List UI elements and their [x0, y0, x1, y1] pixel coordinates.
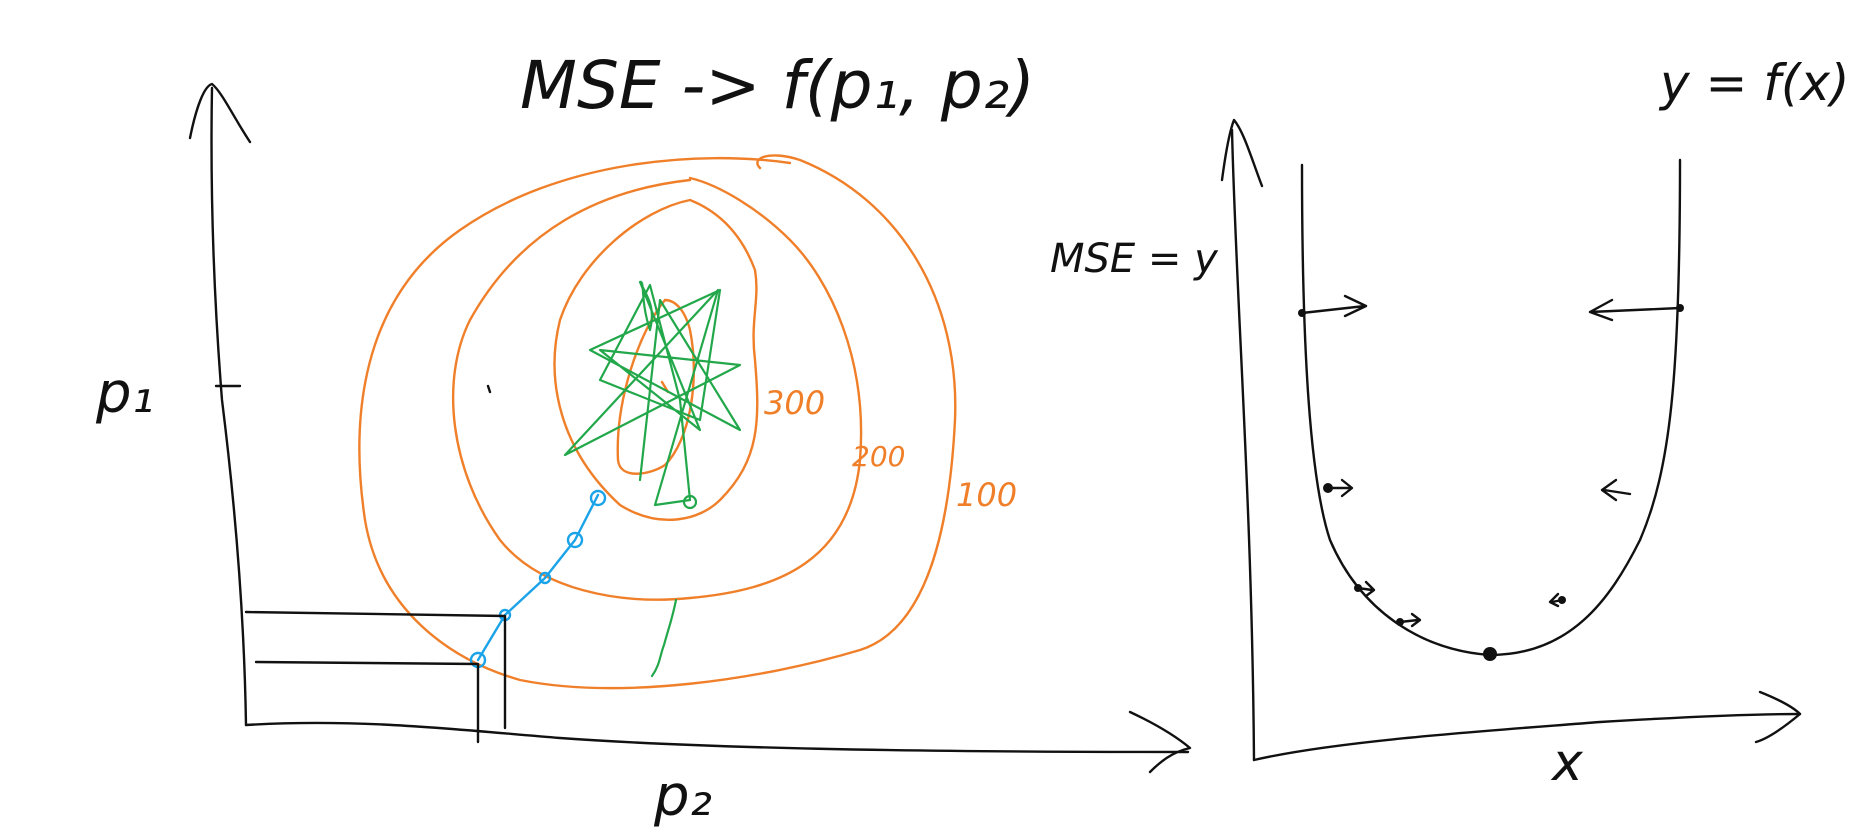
- random-search-end-point: [682, 494, 698, 510]
- p2-axis: [244, 721, 1190, 754]
- projection-line-upper: [244, 610, 507, 730]
- mse-axis-arrowhead: [1220, 118, 1264, 188]
- gradient-arrow-right-mid: [1600, 478, 1632, 502]
- gradient-arrow-left-low: [1356, 580, 1376, 598]
- x-axis-arrowhead: [1754, 690, 1802, 744]
- contour-300: [553, 198, 759, 521]
- contour-300-inner-loop: [616, 298, 695, 475]
- center-dot: [486, 384, 492, 394]
- gradient-arrow-right-high: [1588, 298, 1682, 322]
- right-diagram-title: y = f(x): [1658, 54, 1849, 112]
- gradient-arrow-left-lowest: [1398, 612, 1422, 628]
- green-contour-mark: [650, 598, 678, 678]
- contour-label-200: 200: [852, 440, 905, 473]
- gradient-descent-path: [476, 493, 600, 662]
- p1-axis-label: p₁: [95, 361, 154, 426]
- projection-line-lower: [254, 660, 480, 744]
- p1-axis: [210, 86, 248, 727]
- contour-100: [358, 154, 957, 690]
- mse-axis-label: MSE = y: [1050, 236, 1219, 282]
- p1-axis-arrowhead: [188, 82, 252, 144]
- p2-axis-arrowhead: [1128, 710, 1192, 774]
- gradient-step-3: [566, 531, 584, 549]
- contour-label-100: 100: [956, 476, 1017, 514]
- left-diagram: MSE -> f(p₁, p₂) p₁ p₂ 300 200 100: [95, 47, 1192, 828]
- random-search-path: [563, 280, 742, 507]
- gradient-step-4: [589, 489, 607, 507]
- left-diagram-title: MSE -> f(p₁, p₂): [520, 47, 1035, 124]
- p2-axis-label: p₂: [653, 764, 712, 828]
- curve-minimum-point: [1483, 647, 1497, 661]
- gradient-arrow-right-low: [1548, 592, 1564, 608]
- x-axis: [1252, 712, 1802, 762]
- x-axis-label: x: [1550, 733, 1584, 793]
- right-diagram: y = f(x) MSE = y x: [1050, 54, 1849, 793]
- mse-axis: [1230, 128, 1256, 762]
- gradient-arrow-left-high: [1300, 294, 1368, 318]
- loss-curve: [1300, 158, 1682, 657]
- gradient-arrow-left-mid: [1326, 478, 1354, 498]
- gradient-step-2: [538, 571, 552, 585]
- contour-label-300: 300: [764, 384, 825, 422]
